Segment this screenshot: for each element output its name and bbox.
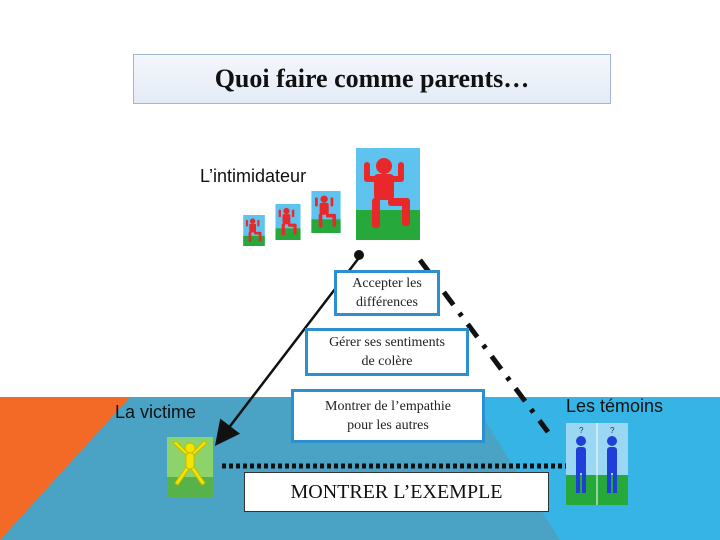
manage-anger-line2: de colère (361, 354, 413, 369)
lead-by-example-box: MONTRER L’EXEMPLE (244, 472, 549, 512)
show-empathy-line2: pour les autres (347, 418, 429, 433)
accept-differences-line2: différences (356, 295, 418, 310)
witnesses-label: Les témoins (566, 396, 664, 416)
page-title: Quoi faire comme parents… (133, 54, 611, 104)
accept-differences-box: Accepter les différences (334, 270, 440, 316)
witness-figure-icon: ? ? (566, 423, 628, 505)
victim-label: La victime (115, 402, 197, 422)
svg-text:?: ? (610, 426, 615, 435)
bully-to-witness-dashed-line (417, 258, 551, 434)
bully-figure-icon (243, 215, 265, 246)
bully-figure-icon (311, 191, 341, 233)
bully-figure-icon (356, 148, 420, 240)
manage-anger-box: Gérer ses sentiments de colère (305, 328, 469, 376)
svg-text:?: ? (579, 426, 584, 435)
show-empathy-box: Montrer de l’empathie pour les autres (291, 389, 485, 443)
bully-label: L’intimidateur (200, 166, 307, 186)
bully-figure-icon (275, 204, 301, 240)
show-empathy-line1: Montrer de l’empathie (325, 399, 451, 414)
bully-dot (354, 250, 364, 260)
accept-differences-line1: Accepter les (352, 276, 422, 291)
victim-figure-icon (167, 437, 213, 497)
manage-anger-line1: Gérer ses sentiments (329, 335, 445, 350)
